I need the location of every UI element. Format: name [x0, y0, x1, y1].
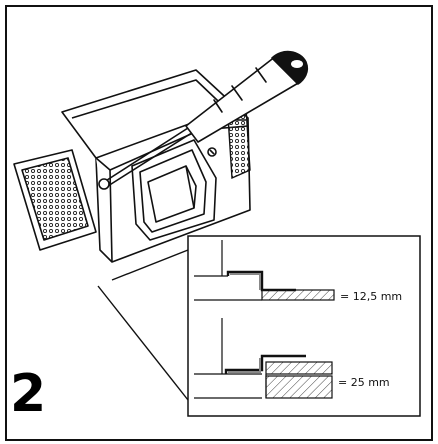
dimension-label-bottom: = 25 mm	[338, 376, 390, 389]
dimension-label-top: = 12,5 mm	[340, 290, 403, 303]
screwdriver	[98, 50, 309, 190]
detail-inset	[187, 235, 421, 417]
detail-top	[194, 240, 335, 301]
left-grille-panel	[13, 149, 97, 251]
detail-bottom	[194, 318, 333, 399]
step-number: 2	[10, 364, 47, 424]
callout-lines	[97, 249, 189, 401]
